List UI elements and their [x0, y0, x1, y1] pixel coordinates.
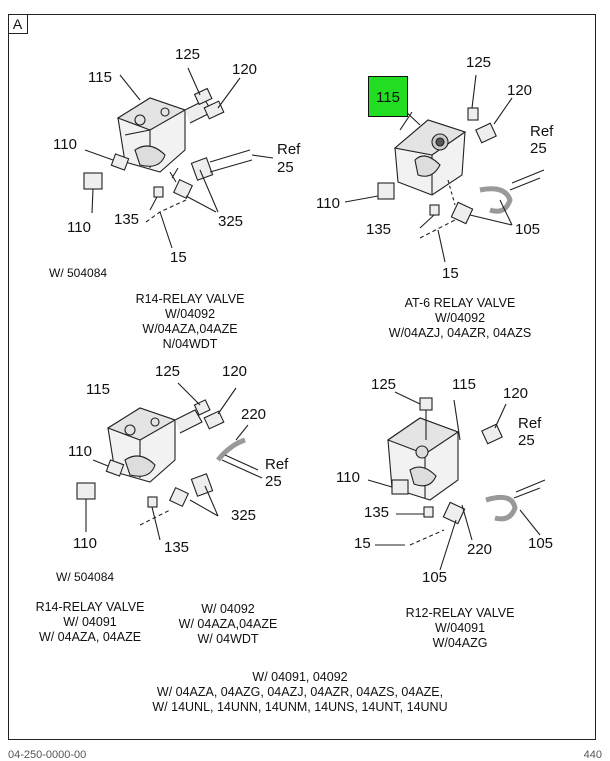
label-125: 125 [155, 363, 181, 380]
label-110: 110 [336, 469, 360, 486]
label-115: 115 [452, 376, 476, 393]
caption-line: W/ 14UNL, 14UNN, 14UNM, 14UNS, 14UNT, 14… [152, 700, 448, 714]
caption-line: W/ 04AZA,04AZE [178, 617, 278, 631]
caption-bl-2: W/ 04092 W/ 04AZA,04AZE W/ 04WDT [168, 602, 288, 647]
page-number: 440 [583, 749, 602, 761]
note-w504084: W/ 504084 [56, 570, 115, 584]
label-135: 135 [364, 504, 390, 521]
label-ref: Ref [530, 123, 554, 140]
caption-line: W/ 04091, 04092 [252, 670, 348, 684]
valve-bl [76, 382, 263, 541]
page-code: 04-250-0000-00 [8, 749, 87, 761]
valve-tl [83, 67, 274, 249]
caption-line: R12-RELAY VALVE [405, 606, 515, 620]
valve-tr [344, 74, 545, 263]
caption-tr: AT-6 RELAY VALVE W/04092 W/04AZJ, 04AZR,… [370, 296, 550, 341]
label-325: 325 [231, 507, 257, 524]
label-115: 115 [88, 69, 112, 86]
label-110: 110 [68, 443, 92, 460]
label-110: 110 [53, 136, 77, 153]
caption-line: W/04AZJ, 04AZR, 04AZS [388, 326, 532, 340]
caption-line: R14-RELAY VALVE [35, 600, 145, 614]
label-135: 135 [164, 539, 190, 556]
caption-line: W/04AZA,04AZE [142, 322, 238, 336]
caption-line: W/ 04AZA, 04AZE [38, 630, 142, 644]
label-125: 125 [371, 376, 397, 393]
caption-footer: W/ 04091, 04092 W/ 04AZA, 04AZG, 04AZJ, … [130, 670, 470, 715]
label-15: 15 [442, 265, 459, 282]
caption-br: R12-RELAY VALVE W/04091 W/04AZG [390, 606, 530, 651]
label-ref: Ref [265, 456, 289, 473]
caption-line: W/04092 [164, 307, 216, 321]
label-110b: 110 [67, 219, 91, 236]
label-120: 120 [507, 82, 533, 99]
label-25: 25 [518, 432, 535, 449]
caption-line: R14-RELAY VALVE [135, 292, 245, 306]
label-25: 25 [530, 140, 547, 157]
label-15: 15 [170, 249, 187, 266]
label-325: 325 [218, 213, 244, 230]
label-105: 105 [515, 221, 541, 238]
label-135: 135 [114, 211, 140, 228]
label-135: 135 [366, 221, 392, 238]
label-15: 15 [354, 535, 371, 552]
caption-line: N/04WDT [162, 337, 218, 351]
label-120: 120 [222, 363, 248, 380]
label-220: 220 [467, 541, 493, 558]
caption-line: W/04091 [434, 621, 486, 635]
valve-br [367, 391, 546, 571]
label-110b: 110 [73, 535, 97, 552]
caption-line: W/ 04AZA, 04AZG, 04AZJ, 04AZR, 04AZS, 04… [156, 685, 444, 699]
label-120: 120 [503, 385, 529, 402]
label-ref: Ref [277, 141, 301, 158]
label-110: 110 [316, 195, 340, 212]
caption-line: AT-6 RELAY VALVE [404, 296, 516, 310]
label-220: 220 [241, 406, 267, 423]
note-w504084: W/ 504084 [49, 266, 108, 280]
label-105: 105 [528, 535, 554, 552]
label-25: 25 [265, 473, 282, 490]
caption-tl: R14-RELAY VALVE W/04092 W/04AZA,04AZE N/… [100, 292, 280, 352]
label-125: 125 [466, 54, 492, 71]
label-25: 25 [277, 159, 294, 176]
diagram-frame [8, 14, 596, 740]
caption-line: W/04AZG [432, 636, 488, 650]
label-125: 125 [175, 46, 201, 63]
caption-line: W/04092 [434, 311, 486, 325]
caption-bl: R14-RELAY VALVE W/ 04091 W/ 04AZA, 04AZE [20, 600, 160, 645]
caption-line: W/ 04091 [63, 615, 117, 629]
frame-tag: A [8, 14, 28, 34]
caption-line: W/ 04092 [201, 602, 255, 616]
highlight-115[interactable]: 115 [368, 76, 408, 117]
label-120: 120 [232, 61, 258, 78]
label-115: 115 [86, 381, 110, 398]
label-ref: Ref [518, 415, 542, 432]
caption-line: W/ 04WDT [197, 632, 259, 646]
label-105b: 105 [422, 569, 448, 586]
